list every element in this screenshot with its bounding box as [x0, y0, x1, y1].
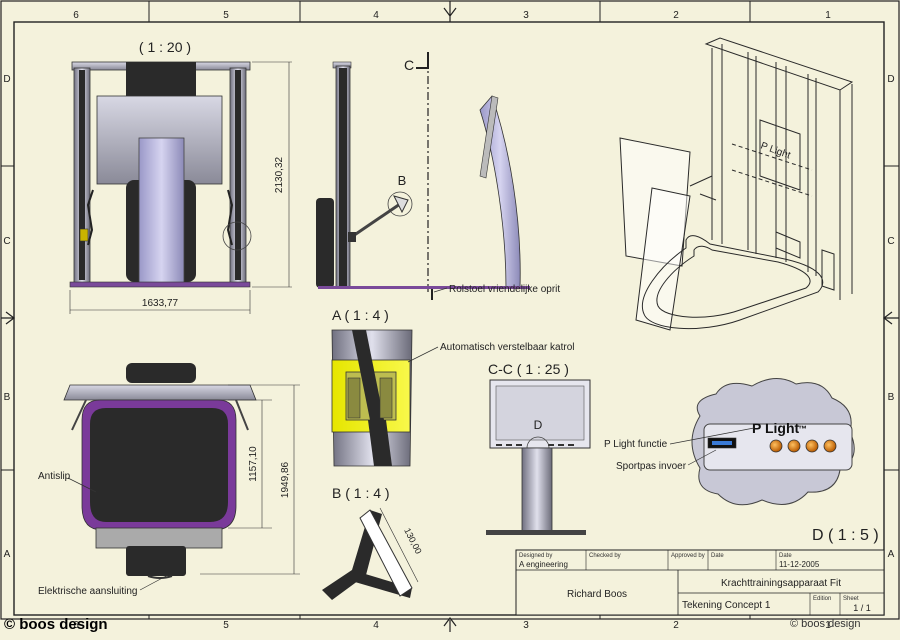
section-c-marker: C — [404, 57, 414, 73]
top-view: 1157,10 1949,86 Antislip Elektrische aan… — [38, 363, 300, 597]
edition-label: Edition — [813, 596, 831, 602]
ramp-label: Rolstoel vriendelijke oprit — [449, 284, 560, 295]
row-label-right-c: C — [887, 236, 894, 247]
row-label-right-d: D — [887, 74, 894, 85]
detail-a-view: A ( 1 : 4 ) Automatisch verstelbaar katr… — [331, 307, 575, 467]
row-label-c: C — [3, 236, 10, 247]
product-name: Krachttrainingsapparaat Fit — [721, 578, 841, 589]
dim-1157-label: 1157,10 — [248, 446, 259, 482]
col-label-6: 6 — [73, 10, 79, 21]
author-name: Richard Boos — [567, 589, 627, 600]
col-label-bottom-3: 3 — [523, 620, 529, 631]
dim-width-label: 1633,77 — [142, 298, 179, 309]
col-label-bottom-5: 5 — [223, 620, 229, 631]
isometric-view: P Light — [619, 37, 854, 331]
col-label-5: 5 — [223, 10, 229, 21]
detail-b-view: B ( 1 : 4 ) 130,00 — [322, 485, 424, 600]
section-cc-view: C-C ( 1 : 25 ) D — [486, 361, 591, 535]
col-label-bottom-4: 4 — [373, 620, 379, 631]
row-label-right-a: A — [888, 549, 895, 560]
checked-by-label: Checked by — [589, 553, 621, 559]
sport-pass-label: Sportpas invoer — [616, 461, 687, 472]
detail-d-marker: D — [534, 418, 543, 432]
col-label-3: 3 — [523, 10, 529, 21]
copyright-notice: © boos design — [790, 618, 861, 630]
p-light-label: P Light functie — [604, 439, 668, 450]
svg-text:™: ™ — [798, 424, 807, 434]
side-view: B C Rolstoel vriendelijke oprit — [316, 52, 560, 300]
power-label: Elektrische aansluiting — [38, 586, 138, 597]
front-view: ( 1 : 20 ) 1633,77 2130,32 — [69, 39, 292, 314]
date-value: 11-12-2005 — [779, 560, 820, 569]
front-view-scale: ( 1 : 20 ) — [139, 39, 191, 55]
pulley-label: Automatisch verstelbaar katrol — [440, 342, 575, 353]
approved-by-label: Approved by — [671, 553, 705, 559]
dim-height-label: 2130,32 — [274, 156, 285, 193]
date2-label: Date — [779, 553, 792, 559]
row-label-a: A — [4, 549, 11, 560]
title-block: Designed by Checked by Approved by Date … — [515, 549, 885, 616]
brand-footer: © boos design — [4, 616, 108, 633]
date-label: Date — [711, 553, 724, 559]
p-light-text: P Light — [752, 420, 800, 436]
designed-by-value: A engineering — [519, 560, 568, 569]
section-cc-title: C-C ( 1 : 25 ) — [488, 361, 569, 377]
designed-by-label: Designed by — [519, 553, 552, 559]
dim-1949-label: 1949,86 — [280, 461, 291, 498]
detail-a-title: A ( 1 : 4 ) — [332, 307, 389, 323]
col-label-2: 2 — [673, 10, 679, 21]
sheet-number: 1 / 1 — [853, 603, 871, 613]
antislip-label: Antislip — [38, 471, 71, 482]
col-label-bottom-1: 1 — [825, 620, 831, 631]
detail-b-marker: B — [398, 173, 407, 188]
detail-b-title: B ( 1 : 4 ) — [332, 485, 390, 501]
detail-d-title: D ( 1 : 5 ) — [812, 527, 879, 544]
row-label-d: D — [3, 74, 10, 85]
col-label-1: 1 — [825, 10, 831, 21]
drawing-name: Tekening Concept 1 — [682, 600, 771, 611]
row-label-b: B — [4, 392, 11, 403]
row-label-right-b: B — [888, 392, 895, 403]
col-label-4: 4 — [373, 10, 379, 21]
sheet-label: Sheet — [843, 596, 859, 602]
detail-d-view: P Light ™ P Light functie Sportpas invoe… — [604, 378, 879, 544]
col-label-bottom-2: 2 — [673, 620, 679, 631]
col-label-bottom-6: 6 — [73, 620, 79, 631]
